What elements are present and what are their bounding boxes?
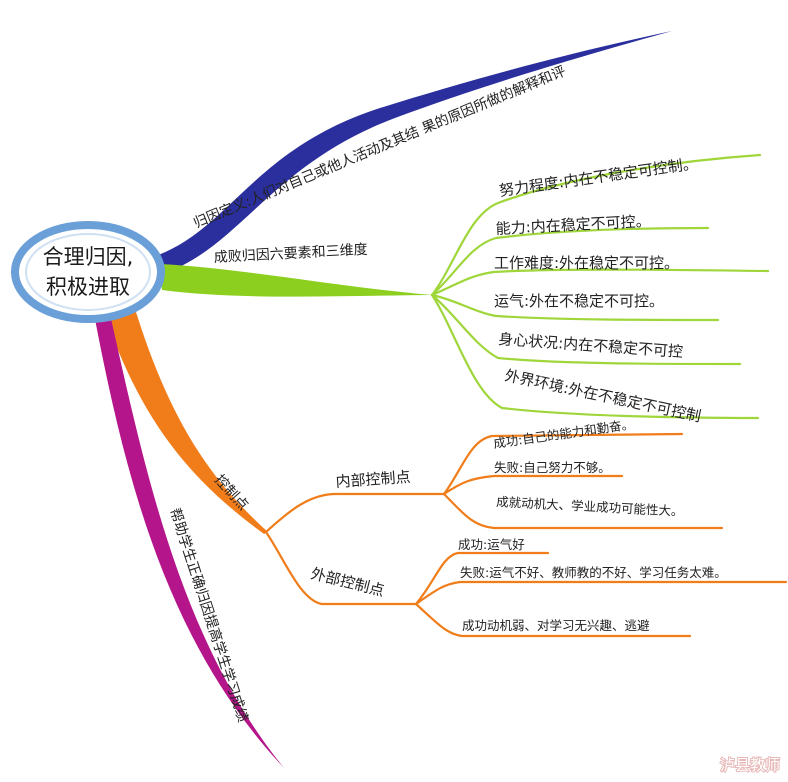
root-title-line2: 积极进取 bbox=[46, 275, 130, 299]
six-factors-branch bbox=[160, 264, 432, 297]
external-motivation: 成功动机弱、对学习无兴趣、逃避 bbox=[462, 618, 650, 633]
factor-task-difficulty: 工作难度:外在稳定不可控。 bbox=[494, 254, 679, 272]
control-connectors bbox=[264, 432, 788, 638]
external-control-label: 外部控制点 bbox=[309, 564, 386, 600]
definition-branch bbox=[150, 31, 672, 274]
six-factors-label: 成败归因六要素和三维度 bbox=[213, 241, 368, 266]
root-title-line1: 合理归因, bbox=[43, 245, 134, 269]
factor-external-environment: 外界环境:外在不稳定不可控制 bbox=[503, 366, 702, 425]
factor-effort: 努力程度:内在不稳定可控制。 bbox=[498, 154, 699, 200]
help-branch bbox=[94, 314, 284, 768]
internal-control-label: 内部控制点 bbox=[335, 468, 411, 491]
internal-success: 成功:自己的能力和勤奋。 bbox=[492, 416, 634, 451]
help-label: 帮助学生正确归因提高学生学习成绩 bbox=[166, 506, 251, 724]
factor-physical-mental-state: 身心状况:内在不稳定不可控 bbox=[498, 330, 684, 361]
factor-luck: 运气:外在不稳定不可控。 bbox=[494, 292, 664, 310]
six-factors-connectors bbox=[430, 153, 770, 420]
external-success: 成功:运气好 bbox=[458, 537, 525, 552]
internal-motivation: 成就动机大、学业成功可能性大。 bbox=[496, 494, 684, 519]
definition-label: 归因定义:人们对自己或他人活动及其结 果的原因所做的解释和评 bbox=[191, 62, 568, 231]
control-branch bbox=[104, 312, 268, 534]
watermark: 泸县教师 bbox=[720, 756, 780, 774]
root-node[interactable]: 合理归因, 积极进取 bbox=[11, 221, 165, 323]
external-failure: 失败:运气不好、教师教的不好、学习任务太难。 bbox=[460, 565, 727, 580]
internal-failure: 失败:自己努力不够。 bbox=[494, 460, 611, 475]
factor-ability: 能力:内在稳定不可控。 bbox=[495, 212, 651, 238]
